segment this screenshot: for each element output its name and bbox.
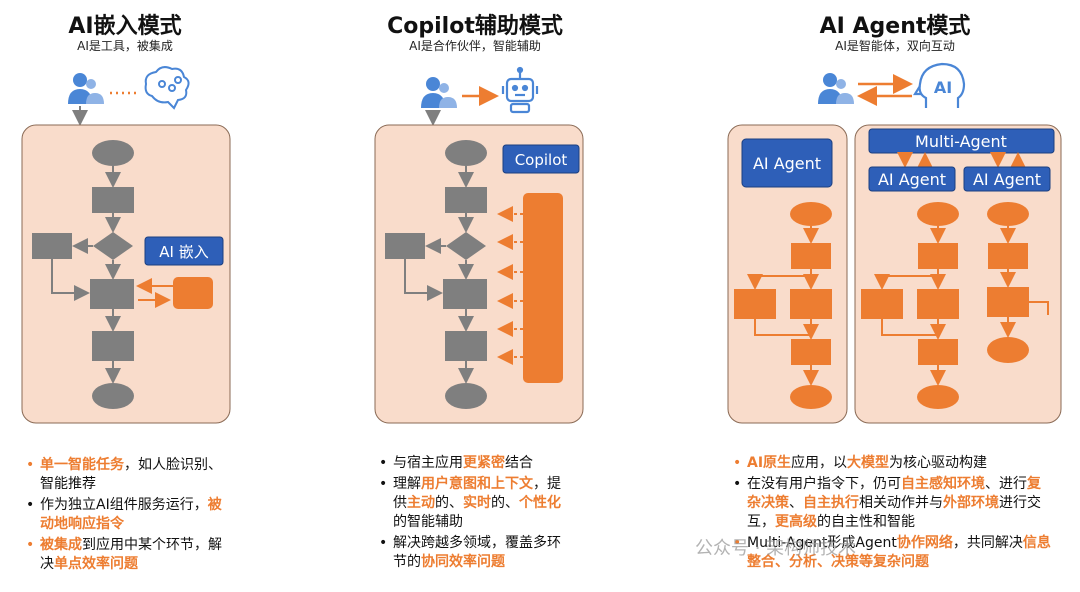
- highlight-text: 被动地响应指令: [40, 497, 222, 532]
- bullet-item: 理解用户意图和上下文，提供主动的、实时的、个性化的智能辅助: [379, 475, 574, 532]
- highlight-text: 自主执行: [803, 495, 859, 511]
- user-icon-col1: [68, 73, 104, 104]
- bullet-text: 结合: [505, 455, 533, 471]
- col3-subtitle: AI是智能体，双向互动: [835, 39, 955, 53]
- user-icon-col3: [818, 73, 854, 104]
- bullet-text: ，共同解决: [952, 535, 1023, 551]
- ai-agent-1-box: [868, 166, 956, 192]
- col2-subtitle: AI是合作伙伴，智能辅助: [409, 39, 541, 53]
- highlight-text: 外部环境: [943, 495, 999, 511]
- ai-embed-box: [144, 236, 224, 266]
- bullet-text: 到应用中某个环节，解决: [40, 537, 222, 572]
- bullet-text: 作为独立AI组件服务运行，: [40, 497, 208, 513]
- ai-agent-main-box: [741, 138, 833, 188]
- highlight-text: 更高级: [775, 514, 817, 530]
- bullet-text: 、进行: [985, 476, 1027, 492]
- highlight-text: 被集成: [40, 537, 82, 553]
- ai-agent-1-label: AI Agent: [878, 170, 946, 189]
- bullet-item: 作为独立AI组件服务运行，被动地响应指令: [26, 496, 231, 534]
- bullet-text: ，提供: [393, 476, 561, 511]
- bullet-text: 解决跨越多领域，覆盖多环节的: [393, 535, 561, 570]
- bullet-text: 进行交互，: [747, 495, 1041, 530]
- watermark: 公众号 · 架构师技术: [695, 538, 857, 559]
- col1-subtitle: AI是工具，被集成: [77, 39, 173, 53]
- col2-title: Copilot辅助模式: [387, 14, 563, 39]
- copilot-label: Copilot: [515, 151, 568, 169]
- brain-icon: [144, 66, 190, 110]
- flowchart-col2: [385, 140, 563, 409]
- highlight-text: 实时: [463, 495, 491, 511]
- flowchart-col1: [32, 140, 213, 409]
- col1-title: AI嵌入模式: [68, 14, 182, 39]
- highlight-text: 单一智能任务: [40, 457, 124, 473]
- agent-flow-multi-2: [987, 202, 1049, 363]
- highlight-text: 更紧密: [463, 455, 505, 471]
- bullet-text: 的智能辅助: [393, 514, 463, 530]
- bullet-list-col3: AI原生应用，以大模型为核心驱动构建在没有用户指令下，仍可自主感知环境、进行复杂…: [733, 454, 1053, 574]
- bullet-text: Multi-Agent: [747, 535, 828, 551]
- multi-agent-box: [868, 128, 1055, 154]
- bullet-text: 的自主性和智能: [817, 514, 915, 530]
- ai-head-text: AI: [934, 78, 952, 97]
- bullet-text: 的、: [435, 495, 463, 511]
- copilot-box: [502, 144, 580, 174]
- bullet-item: AI原生应用，以大模型为核心驱动构建: [733, 454, 1053, 473]
- ai-head-icon: [913, 62, 966, 108]
- bullet-item: 单一智能任务，如人脸识别、智能推荐: [26, 456, 231, 494]
- bullet-item: 在没有用户指令下，仍可自主感知环境、进行复杂决策、自主执行相关动作并与外部环境进…: [733, 475, 1053, 532]
- ai-agent-2-label: AI Agent: [973, 170, 1041, 189]
- bullet-item: 解决跨越多领域，覆盖多环节的协同效率问题: [379, 534, 574, 572]
- bullet-text: 在没有用户指令下，仍可: [747, 476, 901, 492]
- bullet-text: 、: [789, 495, 803, 511]
- ai-agent-2-box: [963, 166, 1051, 192]
- bullet-item: 与宿主应用更紧密结合: [379, 454, 574, 473]
- highlight-text: 复杂决策: [747, 476, 1041, 511]
- bullet-text: 的、: [491, 495, 519, 511]
- highlight-text: 个性化: [519, 495, 561, 511]
- highlight-text: 单点效率问题: [54, 556, 138, 572]
- bullet-item: 被集成到应用中某个环节，解决单点效率问题: [26, 536, 231, 574]
- highlight-text: 协同效率问题: [421, 554, 505, 570]
- highlight-text: 自主感知环境: [901, 476, 985, 492]
- highlight-text: 协作网络: [896, 535, 953, 551]
- agent-flow-multi-1: [861, 202, 959, 409]
- bullet-text: 应用，以: [791, 455, 848, 471]
- ai-agent-main-label: AI Agent: [753, 154, 821, 173]
- user-icon-col2: [421, 77, 457, 108]
- ai-embed-label: AI 嵌入: [159, 243, 208, 261]
- bullet-text: 理解: [393, 476, 421, 492]
- highlight-text: 大模型: [847, 455, 890, 471]
- highlight-text: AI原生: [747, 455, 792, 471]
- bullet-text: 为核心驱动构建: [889, 455, 988, 471]
- bullet-list-col2: 与宿主应用更紧密结合理解用户意图和上下文，提供主动的、实时的、个性化的智能辅助解…: [379, 454, 574, 574]
- bullet-text: 形成Agent: [827, 535, 897, 551]
- app-panel-col1: [21, 124, 231, 424]
- highlight-text: 信息整合、分析、决策等复杂问题: [747, 535, 1051, 570]
- bullet-list-col1: 单一智能任务，如人脸识别、智能推荐作为独立AI组件服务运行，被动地响应指令被集成…: [26, 456, 231, 576]
- highlight-text: 用户意图和上下文: [421, 476, 533, 492]
- bullet-text: ，如人脸识别、智能推荐: [40, 457, 222, 492]
- bullet-item: Multi-Agent形成Agent协作网络，共同解决信息整合、分析、决策等复杂…: [733, 534, 1053, 572]
- multi-agent-label: Multi-Agent: [915, 132, 1007, 151]
- robot-icon: [501, 66, 539, 114]
- bullet-text: 相关动作并与: [859, 495, 943, 511]
- col3-title: AI Agent模式: [819, 14, 971, 39]
- highlight-text: 主动: [407, 495, 435, 511]
- agent-flow-single: [734, 202, 832, 409]
- bullet-text: 与宿主应用: [393, 455, 463, 471]
